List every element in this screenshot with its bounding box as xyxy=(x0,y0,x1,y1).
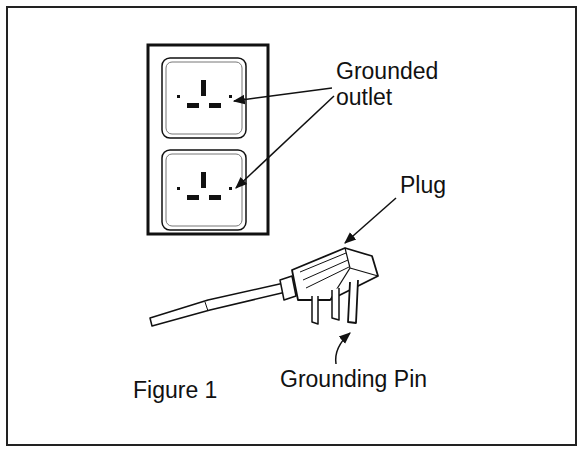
outlet-plate xyxy=(148,45,268,234)
part-label: Plug xyxy=(400,172,520,198)
socket xyxy=(162,150,246,230)
leader-line xyxy=(236,96,334,188)
leader-line xyxy=(234,88,332,101)
plug xyxy=(150,248,378,326)
part-label: Grounding Pin xyxy=(280,366,480,392)
cable xyxy=(150,283,286,326)
part-label: Grounded outlet xyxy=(336,58,458,110)
socket xyxy=(162,58,246,138)
figure-frame xyxy=(7,7,576,445)
grounding-pin xyxy=(348,280,358,323)
leader-line xyxy=(345,198,396,243)
figure-caption: Figure 1 xyxy=(133,377,273,403)
leader-line xyxy=(336,333,350,364)
